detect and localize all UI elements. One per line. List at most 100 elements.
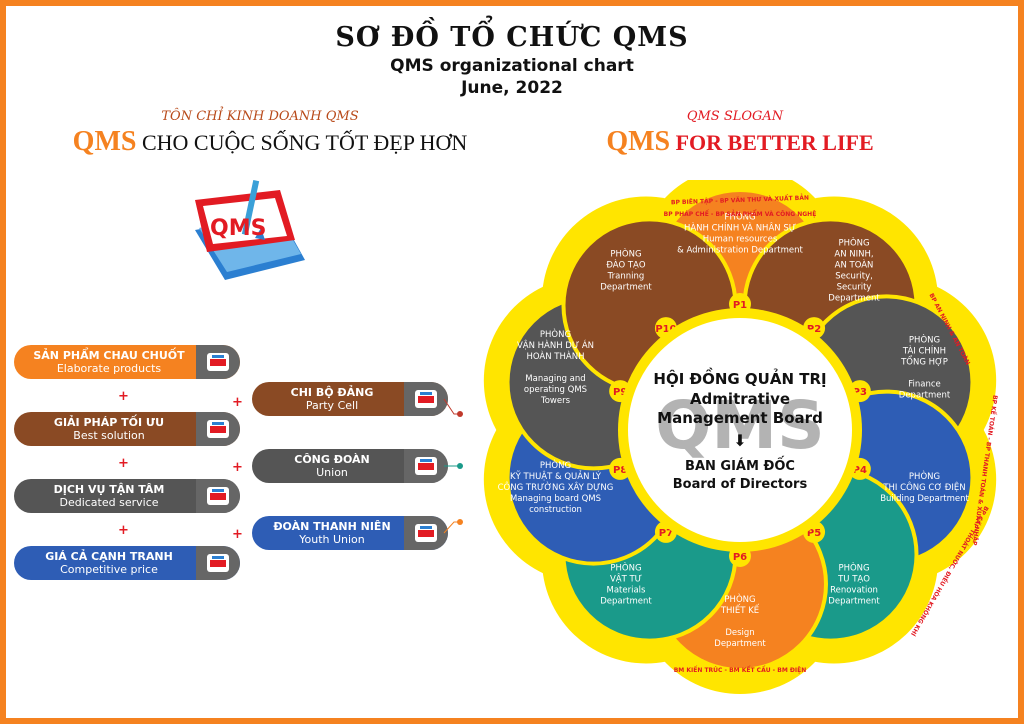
department-label-line: Managing board QMS (510, 494, 601, 504)
value-vn: SẢN PHẨM CHAU CHUỐT (33, 349, 185, 362)
department-label-line: Finance (908, 380, 941, 390)
connector-dot (457, 463, 463, 469)
value-en: Elaborate products (56, 362, 162, 375)
connector-dot (457, 519, 463, 525)
group-en: Union (316, 466, 348, 479)
value-vn: GIẢI PHÁP TỐI ƯU (53, 416, 165, 429)
department-label-line: PHÒNG (909, 334, 940, 346)
department-label-line: HOÀN THÀNH (527, 350, 585, 362)
department-label-line: TU TẠO (837, 574, 870, 584)
department-label-line: Building Department (880, 494, 969, 504)
center-watermark: QMS (655, 387, 824, 464)
plus-sign: + (118, 389, 129, 404)
department-label-line: PHÒNG (838, 237, 869, 249)
page-title: SƠ ĐỒ TỔ CHỨC QMS (335, 22, 689, 53)
badge-label-p1: P1 (733, 300, 747, 311)
department-label-line: PHÒNG (724, 211, 755, 223)
group-vn: ĐOÀN THANH NIÊN (273, 520, 391, 533)
left-slogan-text: CHO CUỘC SỐNG TỐT ĐẸP HƠN (136, 130, 468, 155)
department-label-line: operating QMS (524, 385, 587, 395)
directors-title-vn: BAN GIÁM ĐỐC (685, 456, 795, 474)
plus-sign: + (118, 523, 129, 538)
department-label-line: Tranning (607, 272, 645, 282)
right-slogan-text: FOR BETTER LIFE (670, 130, 874, 155)
plus-sign: + (232, 395, 243, 410)
ring-text: BP PHÁP CHẾ - BP SẢN PHẨM VÀ CÔNG NGHỆ (664, 210, 817, 218)
qms-mini-logo-icon (207, 353, 229, 371)
department-label-line: HÀNH CHÍNH VÀ NHÂN SỰ (684, 222, 796, 234)
department-label-line: PHÒNG (909, 470, 940, 482)
qms-mini-logo-icon (415, 390, 437, 408)
department-label-line: Security (837, 283, 872, 293)
badge-label-p6: P6 (733, 552, 747, 563)
department-label-line: VẬN HÀNH DỰ ÁN (517, 339, 594, 351)
logo-graphic: QMS (195, 180, 305, 280)
value-en: Best solution (73, 429, 145, 442)
department-label-line: THI CÔNG CƠ ĐIỆN (882, 481, 965, 493)
center-group: QMS HỘI ĐỒNG QUẢN TRỊ Admitrative Manage… (618, 308, 862, 552)
group-en: Party Cell (305, 399, 359, 412)
left-slogan: QMS CHO CUỘC SỐNG TỐT ĐẸP HƠN (40, 126, 500, 158)
department-label-line: AN NINH, (834, 250, 873, 260)
qms-mini-logo-icon (207, 420, 229, 438)
department-label-line: Department (828, 294, 880, 304)
department-label-line: Department (600, 283, 652, 293)
department-label-line: TÀI CHÍNH (902, 345, 946, 357)
badge-label-p3: P3 (853, 387, 867, 398)
badge-label-p10: P10 (655, 324, 676, 335)
qms-mini-logo-icon (415, 457, 437, 475)
department-label-line: & Administration Department (677, 246, 803, 256)
plus-sign: + (232, 527, 243, 542)
connector-line (443, 398, 460, 415)
department-label-line: PHÒNG (610, 248, 641, 260)
group-vn: CÔNG ĐOÀN (294, 453, 370, 466)
department-label-line: TỔNG HỢP (900, 355, 948, 368)
department-label-line: ĐÀO TẠO (606, 259, 646, 271)
department-label-line: PHÒNG (540, 328, 571, 340)
left-slogan-subtitle: TÔN CHỈ KINH DOANH QMS (161, 109, 359, 124)
page-subtitle: QMS organizational chart (390, 56, 634, 76)
department-label-line: Renovation (830, 585, 878, 595)
left-slogan-brand: QMS (72, 126, 137, 157)
down-arrow-icon: ⬇ (733, 431, 746, 450)
department-label-line: Department (899, 391, 951, 401)
qms-book-pen-logo-icon: QMS (185, 180, 315, 300)
department-label-line: Department (600, 596, 652, 606)
logo-text: QMS (210, 216, 266, 241)
department-label-line: Towers (540, 396, 571, 406)
badge-label-p2: P2 (807, 324, 821, 335)
group-vn: CHI BỘ ĐẢNG (290, 386, 374, 399)
value-en: Dedicated service (59, 496, 159, 509)
board-title-en-1: Admitrative (690, 390, 790, 408)
badge-label-p7: P7 (659, 528, 673, 539)
department-label-line: Human resources (703, 235, 778, 245)
group-connectors (443, 398, 463, 534)
department-label-line: AN TOÀN (835, 259, 874, 271)
badge-label-p4: P4 (853, 465, 867, 476)
department-label-line: PHÒNG (838, 561, 869, 573)
right-slogan-subtitle: QMS SLOGAN (686, 109, 784, 124)
board-title-en-2: Management Board (657, 409, 823, 427)
department-label-line: Security, (835, 272, 873, 282)
center-circle (628, 318, 852, 542)
department-label-line: Materials (606, 585, 646, 595)
value-vn: GIÁ CẢ CẠNH TRANH (45, 550, 173, 563)
plus-sign: + (118, 456, 129, 471)
value-vn: DỊCH VỤ TẬN TÂM (53, 483, 165, 496)
department-label-line: PHÒNG (540, 459, 571, 471)
department-label-line: THIẾT KẾ (720, 604, 760, 616)
